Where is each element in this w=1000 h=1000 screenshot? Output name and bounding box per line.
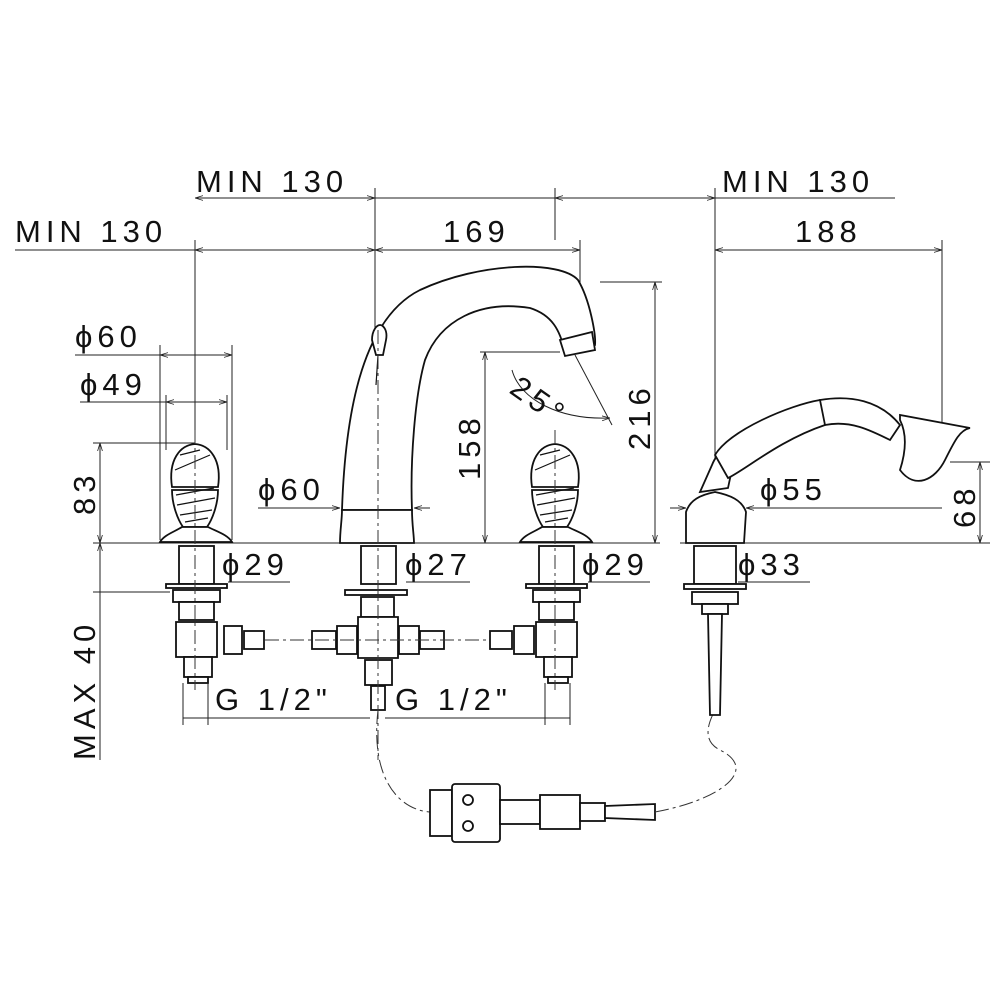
dim-min-130-left: MIN 130 [15,214,167,249]
dim-right-shank-29: ϕ29 [582,547,649,582]
dim-handle-dia-49: ϕ49 [80,367,147,402]
diverter-hose [376,709,737,843]
dim-angle-25: 25° [504,369,575,433]
dim-68: 68 [947,484,982,528]
dim-shower-base-55: ϕ55 [760,472,827,507]
top-dimension-lines [15,188,943,480]
dim-shower-shank-33: ϕ33 [738,547,805,582]
left-handle [158,443,265,684]
dim-188: 188 [795,214,862,249]
dim-spout-shank-27: ϕ27 [405,547,472,582]
dim-83: 83 [67,471,102,515]
hand-shower [683,397,971,716]
dim-handle-dia-60: ϕ60 [75,319,142,354]
dim-min-130-top-left: MIN 130 [196,164,348,199]
dim-216: 216 [622,383,657,450]
dim-left-shank-29: ϕ29 [222,547,289,582]
right-handle [489,443,594,684]
dim-thread-left: G 1/2" [215,682,332,717]
dim-169: 169 [443,214,510,249]
dim-min-130-top-right: MIN 130 [722,164,874,199]
dim-max-40: MAX 40 [67,620,102,760]
dim-thread-right: G 1/2" [395,682,512,717]
dim-158: 158 [452,413,487,480]
dim-spout-base-60: ϕ60 [258,472,325,507]
